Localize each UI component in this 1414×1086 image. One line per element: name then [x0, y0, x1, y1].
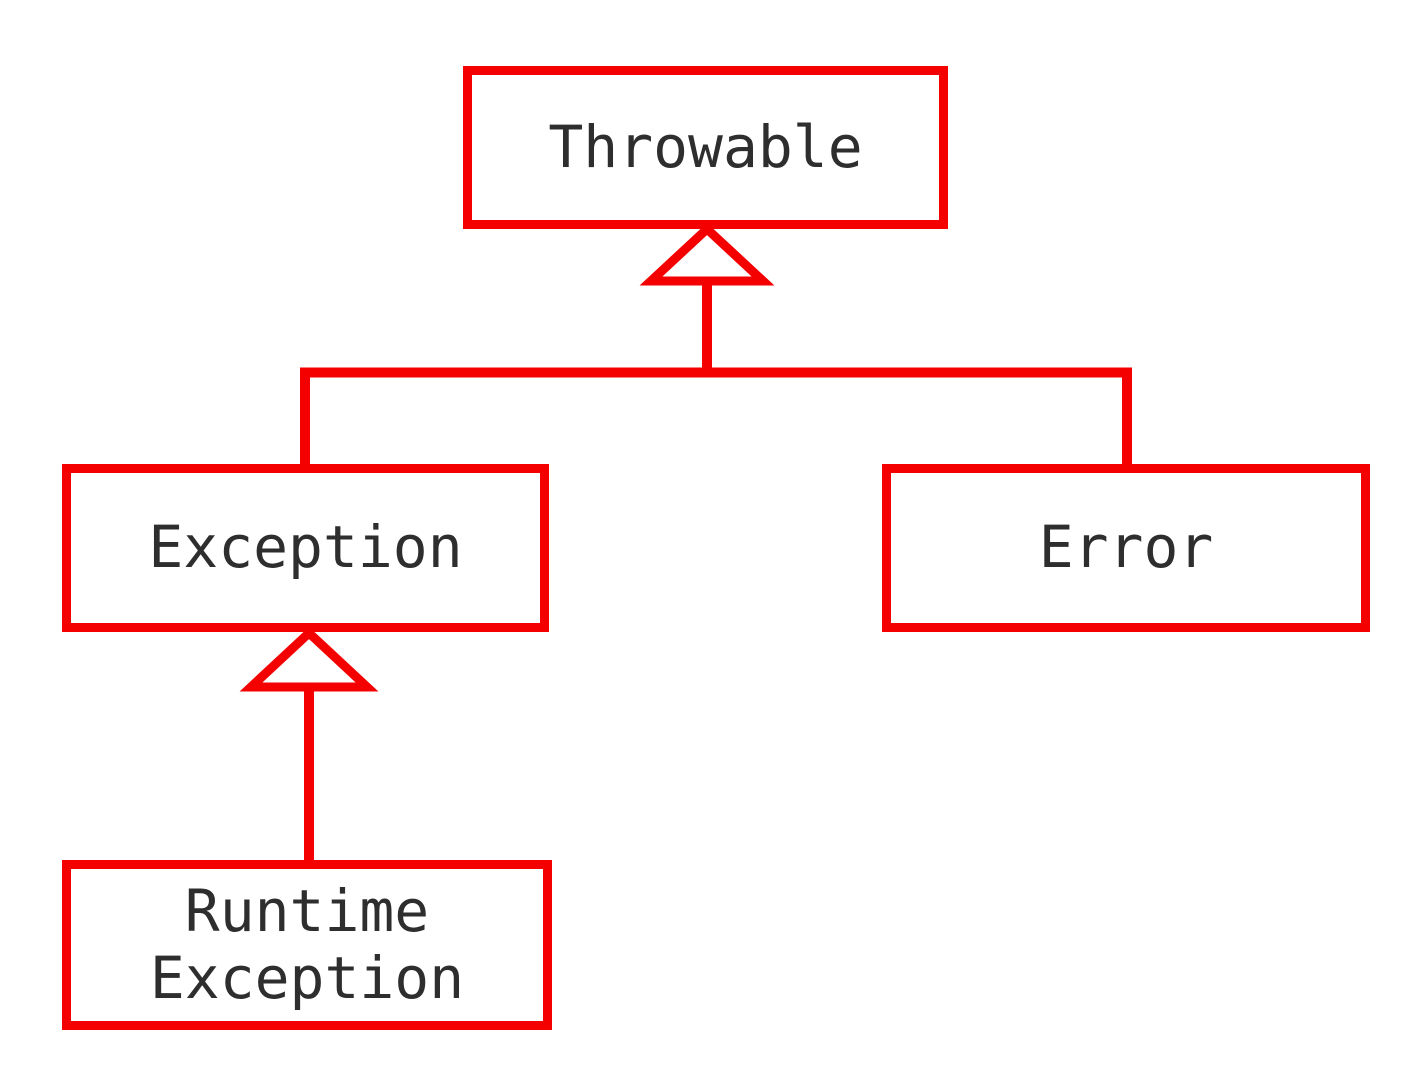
class-label-runtime-exception: Runtime Exception	[149, 876, 465, 1012]
class-node-error: Error	[882, 464, 1370, 632]
generalization-arrow-to-exception-icon	[239, 626, 379, 692]
class-label-throwable: Throwable	[548, 112, 863, 181]
generalization-arrow-to-throwable-icon	[639, 222, 775, 286]
class-node-throwable: Throwable	[463, 66, 948, 229]
class-node-exception: Exception	[62, 464, 549, 632]
class-label-exception: Exception	[148, 513, 463, 582]
edge-branch-exception-error	[300, 367, 1132, 468]
class-node-runtime-exception: Runtime Exception	[62, 860, 552, 1030]
class-label-error: Error	[1038, 513, 1214, 582]
